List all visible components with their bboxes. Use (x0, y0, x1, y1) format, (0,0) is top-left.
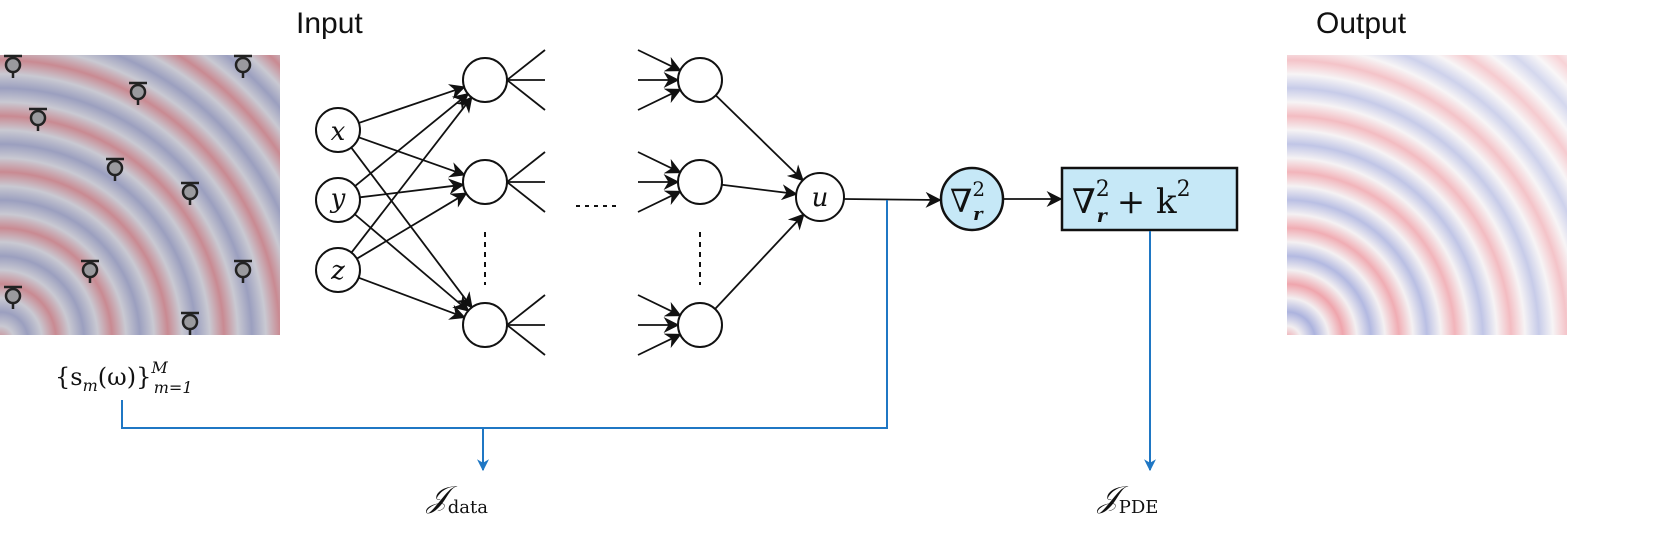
sensor-icon (106, 157, 124, 181)
network-edge (715, 94, 804, 182)
input-node-z (315, 247, 361, 293)
network-edge-stub (637, 190, 682, 213)
helmholtz-operator-box (1060, 166, 1239, 232)
sensor-icon (81, 259, 99, 283)
sensor-icon (234, 54, 252, 78)
sensor-icon (181, 181, 199, 205)
input-node-x (315, 107, 361, 153)
hidden-node (677, 57, 723, 103)
network-edge (354, 92, 470, 187)
output-fade (1287, 55, 1567, 335)
output-label-u: u (812, 183, 829, 213)
hidden-node (462, 302, 508, 348)
hidden-nodes (462, 57, 723, 348)
sensor-icon (181, 311, 199, 335)
network-edge (721, 183, 798, 201)
input-label-z: z (330, 256, 345, 286)
arrow-u-to-laplacian (843, 191, 942, 208)
sensor-icon (29, 107, 47, 131)
network-edge-stub (637, 294, 682, 317)
input-layer: x y z (315, 107, 361, 293)
network-edge (359, 178, 465, 199)
data-loss-connector (121, 200, 888, 429)
data-loss-label: 𝒥data (425, 480, 488, 518)
network-edge-stub (637, 333, 682, 356)
network-edge-stub (506, 49, 546, 81)
network-edge (350, 96, 473, 254)
input-node-y (315, 177, 361, 223)
output-title: Output (1316, 7, 1407, 40)
input-title: Input (296, 7, 363, 40)
pde-loss-label: 𝒥PDE (1096, 480, 1158, 518)
network-edge-stub (506, 79, 546, 111)
hidden-node (677, 302, 723, 348)
network-edge-stub (637, 151, 682, 174)
network-edge (358, 276, 466, 320)
network-edge-stub (506, 294, 546, 326)
sensor-icon (4, 54, 22, 78)
network-edge-stub (506, 151, 546, 183)
network-edge-stub (506, 324, 546, 356)
network-edge (350, 147, 473, 309)
network-edge-stub (637, 88, 682, 111)
sensor-icon (234, 259, 252, 283)
network-edge-stub (506, 181, 546, 213)
input-label-y: y (330, 184, 346, 214)
sensor-markers (4, 54, 252, 335)
sensor-icon (129, 81, 147, 105)
hidden-node (462, 57, 508, 103)
input-label-x: x (331, 117, 346, 147)
network-edges (350, 49, 805, 356)
network-edge (358, 136, 466, 178)
network-edge-stub (637, 49, 682, 72)
sensor-icon (4, 285, 22, 309)
hidden-node (677, 159, 723, 205)
hidden-node (462, 159, 508, 205)
network-edge (356, 192, 468, 260)
input-wavefield-image (0, 55, 280, 335)
output-node-u (795, 172, 845, 222)
network-edge (714, 213, 805, 310)
network-edge (354, 213, 470, 312)
network-edge (358, 84, 466, 124)
